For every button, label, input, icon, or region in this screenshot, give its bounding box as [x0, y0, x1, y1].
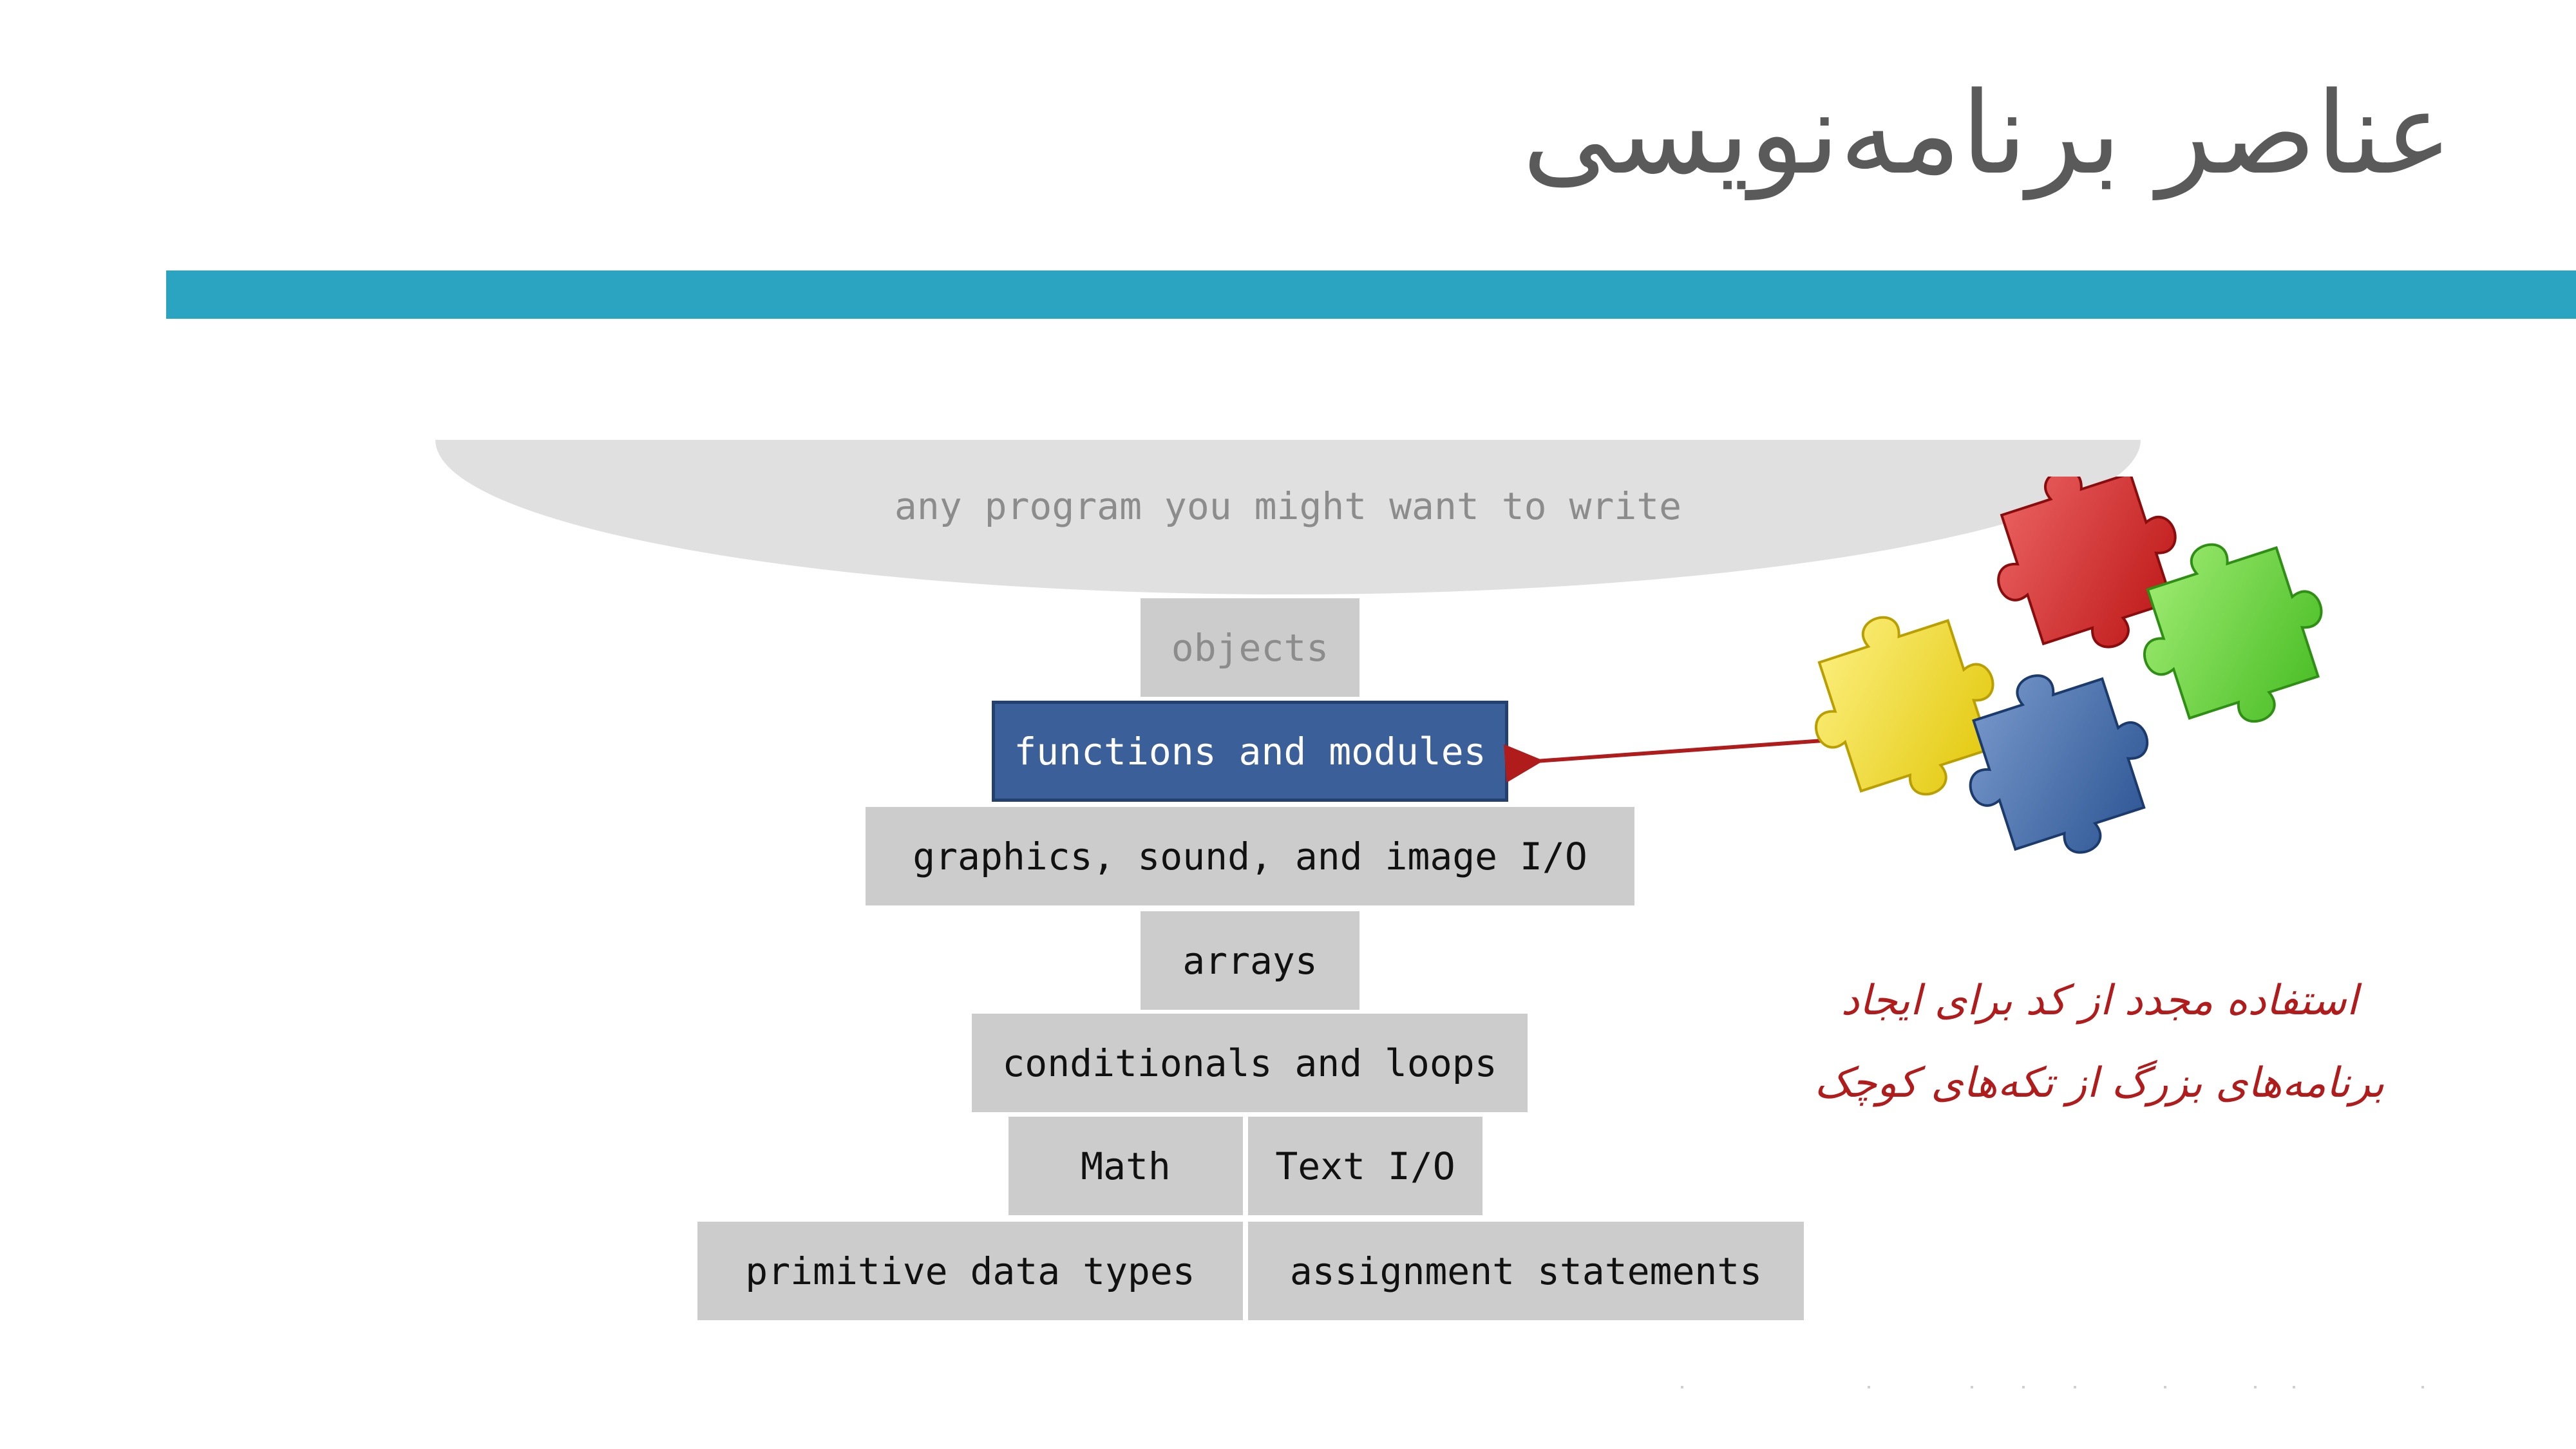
layer-assignment: assignment statements [1248, 1222, 1804, 1320]
layer-arrays: arrays [1141, 911, 1359, 1010]
layer-graphics-io: graphics, sound, and image I/O [866, 807, 1634, 905]
layer-conditionals-loops: conditionals and loops [972, 1014, 1528, 1112]
layer-text-io: Text I/O [1248, 1117, 1482, 1215]
callout-line-2: برنامه‌های بزرگ از تکه‌های کوچک [1814, 1059, 2385, 1107]
title-accent-bar [166, 270, 2576, 319]
callout-line-1: استفاده مجدد از کد برای ایجاد [1841, 977, 2358, 1025]
puzzle-pieces-icon [1814, 477, 2323, 854]
slide-title: عناصر برنامه‌نویسی [1522, 68, 2452, 200]
layer-objects: objects [1141, 598, 1359, 697]
callout-caption: استفاده مجدد از کد برای ایجاد برنامه‌های… [1797, 960, 2402, 1124]
layer-primitive-types: primitive data types [697, 1222, 1243, 1320]
program-bowl-label: any program you might want to write [894, 484, 1682, 528]
footer-dots [1681, 1386, 2424, 1388]
layer-functions-modules: functions and modules [992, 701, 1508, 802]
layer-math: Math [1009, 1117, 1243, 1215]
